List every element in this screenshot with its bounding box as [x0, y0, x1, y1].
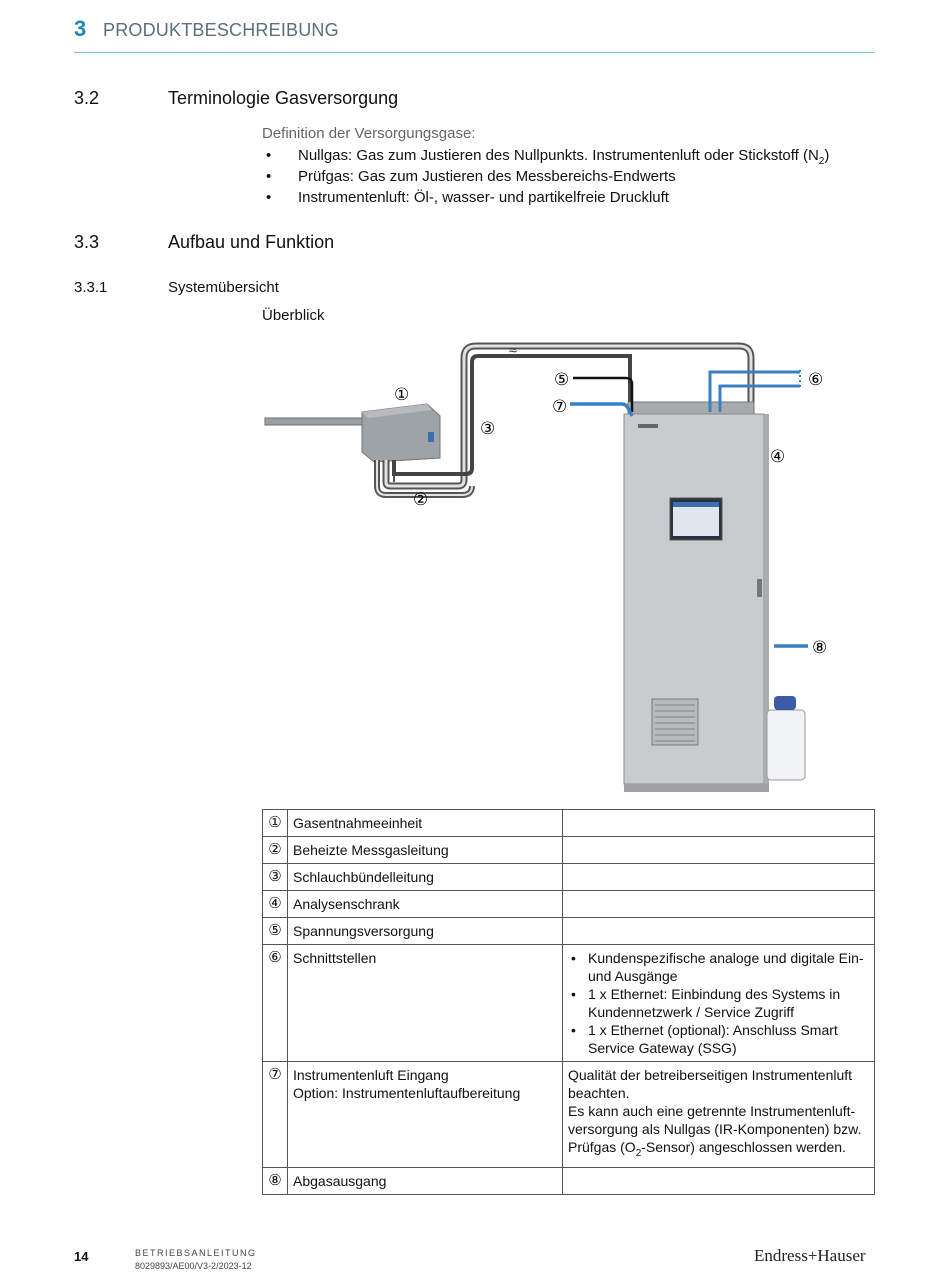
table-row: ② Beheizte Messgasleitung — [262, 836, 875, 864]
gas-sampling-unit — [361, 403, 441, 482]
callout-1: ① — [394, 385, 409, 405]
probe-tube — [264, 417, 366, 426]
callout-5: ⑤ — [554, 370, 569, 390]
callout-3: ③ — [480, 419, 495, 439]
list-item: 1 x Ethernet: Einbindung des Systems in … — [568, 985, 869, 1021]
section-title: Aufbau und Funktion — [168, 232, 335, 252]
subsection-number: 3.3.1 — [74, 279, 108, 296]
interface-line — [708, 370, 800, 412]
table-row: ⑤ Spannungsversorgung — [262, 917, 875, 945]
table-row: ⑧ Abgasausgang — [262, 1166, 875, 1195]
system-overview-figure: ≈ ① ② ③ ④ ⑤ ⑥ ⑦ ⑧ — [264, 342, 827, 792]
subsection-title: Systemübersicht — [168, 279, 279, 296]
figure-caption: Überblick — [262, 307, 325, 324]
list-item: Nullgas: Gas zum Justieren des Nullpunkt… — [262, 145, 829, 167]
chapter-title: PRODUKTBESCHREIBUNG — [103, 20, 339, 40]
power-supply-line — [573, 376, 634, 412]
callout-6: ⑥ — [808, 370, 823, 390]
callout-7: ⑦ — [552, 397, 567, 417]
list-item: Prüfgas: Gas zum Justieren des Messberei… — [262, 166, 829, 187]
list-item: 1 x Ethernet (optional): Anschluss Smart… — [568, 1021, 869, 1057]
interface-list: Kundenspezifische analoge und digitale E… — [568, 949, 869, 1057]
table-row: ④ Analysenschrank — [262, 890, 875, 918]
chapter-number: 3 — [74, 16, 87, 41]
section-title: Terminologie Gasversorgung — [168, 88, 399, 108]
table-row: ③ Schlauchbündelleitung — [262, 863, 875, 891]
document-type: BETRIEBSANLEITUNG — [135, 1248, 257, 1258]
svg-text:≈: ≈ — [508, 343, 518, 357]
callout-4: ④ — [770, 447, 785, 467]
definition-lead: Definition der Versorgungsgase: — [262, 125, 476, 142]
table-row: ① Gasentnahmeeinheit — [262, 809, 875, 837]
header-divider — [74, 52, 875, 53]
gas-definition-list: Nullgas: Gas zum Justieren des Nullpunkt… — [262, 145, 829, 208]
section-number: 3.3 — [74, 232, 100, 252]
section-number: 3.2 — [74, 88, 100, 108]
list-item: Kundenspezifische analoge und digitale E… — [568, 949, 869, 985]
table-row: ⑥ Schnittstellen Kundenspezifische analo… — [262, 944, 875, 1062]
analyzer-cabinet — [623, 401, 769, 792]
callout-2: ② — [413, 490, 428, 510]
heated-sample-line — [392, 354, 632, 476]
callout-8: ⑧ — [812, 638, 827, 658]
page-number: 14 — [74, 1249, 89, 1264]
brand-logo: Endress+Hauser — [754, 1246, 866, 1265]
list-item: Instrumentenluft: Öl-, wasser- und parti… — [262, 187, 829, 208]
table-row: ⑦ Instrumentenluft Eingang Option: Instr… — [262, 1061, 875, 1168]
document-id: 8029893/AE00/V3-2/2023-12 — [135, 1261, 252, 1271]
legend-table: ① Gasentnahmeeinheit ② Beheizte Messgasl… — [262, 809, 875, 1195]
instrument-air-line — [570, 402, 634, 417]
condensate-bottle — [766, 696, 806, 781]
